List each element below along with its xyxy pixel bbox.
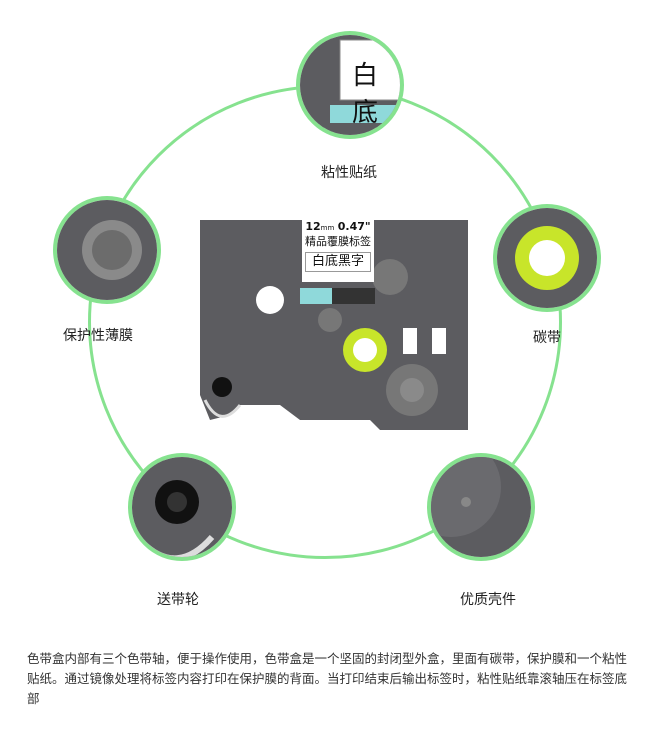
bubble-film	[53, 196, 161, 304]
unit-mm: mm	[320, 224, 335, 232]
bubble-feed-wheel	[128, 453, 236, 561]
bubble-ribbon	[493, 204, 601, 312]
label-type: 白底黑字	[305, 252, 371, 272]
bubble-sticker: 白底	[296, 31, 404, 139]
description: 色带盒内部有三个色带轴，便于操作使用，色带盒是一个坚固的封闭型外盒，里面有碳带，…	[27, 651, 628, 706]
product-name: 精品覆膜标签	[305, 235, 371, 248]
label-feed-wheel: 送带轮	[157, 592, 199, 608]
label-ribbon: 碳带	[533, 330, 561, 346]
tape-cassette	[200, 215, 475, 440]
size-in: 0.47"	[337, 220, 371, 233]
tape-label: 12mm 0.47" 精品覆膜标签 白底黑字	[302, 220, 374, 282]
bubble-shell	[427, 453, 535, 561]
label-sticker: 粘性贴纸	[321, 165, 377, 181]
bubble-label-text: 白底	[352, 61, 379, 128]
size-mm: 12	[305, 220, 321, 233]
label-shell: 优质壳件	[460, 592, 516, 608]
label-film: 保护性薄膜	[63, 328, 133, 344]
